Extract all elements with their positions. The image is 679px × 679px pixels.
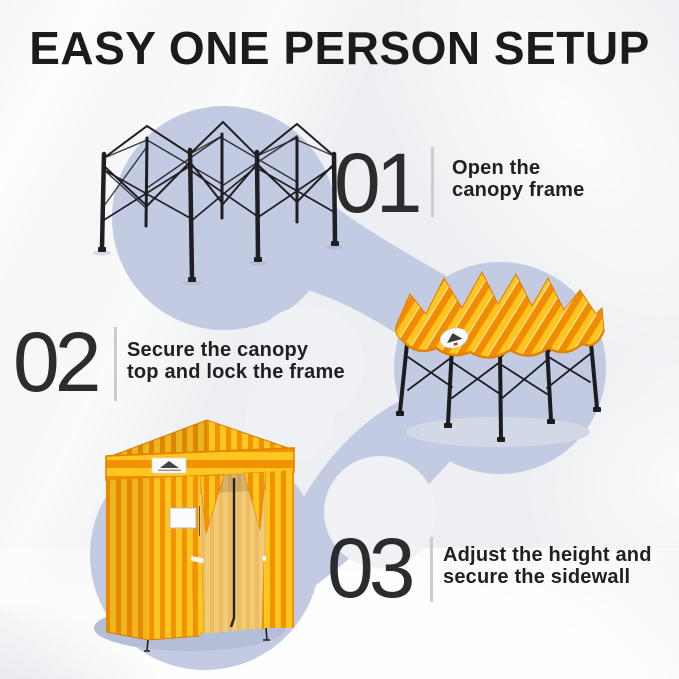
step2-description-line2: top and lock the frame (127, 361, 345, 383)
step1-open-frame-image (93, 120, 342, 286)
step1-divider (431, 147, 434, 217)
step3-description: Adjust the height and secure the sidewal… (443, 544, 652, 588)
mountain-logo-icon (447, 333, 463, 343)
step3-description-line1: Adjust the height and (443, 544, 652, 566)
sidewall-window (169, 507, 197, 529)
brand-logo-patch (439, 327, 469, 349)
step2-description: Secure the canopy top and lock the frame (127, 339, 345, 383)
step3-cabana-image (105, 419, 295, 652)
step3-number: 03 (327, 521, 415, 615)
frame-ground-shadow (406, 417, 590, 447)
door-center-pole (229, 478, 236, 628)
mountain-logo-icon (160, 461, 179, 468)
step3-description-line2: secure the sidewall (443, 566, 631, 588)
step2-canopy-top-image (395, 270, 606, 447)
page-title: EASY ONE PERSON SETUP (29, 22, 650, 74)
brand-logo-patch (151, 457, 187, 474)
step3-divider (430, 537, 433, 602)
step2-divider (114, 327, 117, 401)
curtain-tieback (190, 556, 204, 564)
step1-number: 01 (334, 136, 422, 230)
step2-description-line1: Secure the canopy (127, 339, 309, 361)
step1-description: Open the canopy frame (452, 157, 584, 201)
step2-number: 02 (13, 315, 101, 409)
step1-description-line1: Open the (452, 157, 541, 179)
ground-stakes (144, 627, 270, 652)
step1-description-line2: canopy frame (452, 179, 585, 201)
